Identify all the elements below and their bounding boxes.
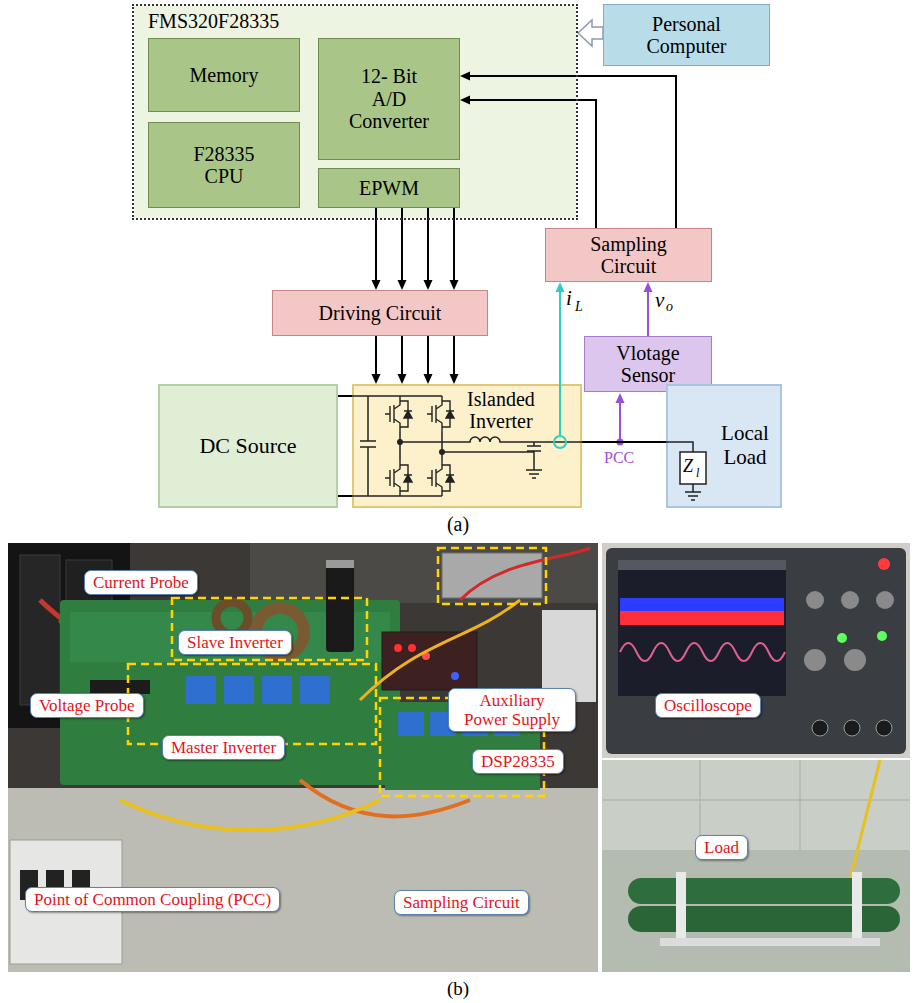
- arrow-head: [450, 374, 459, 384]
- arrow-head: [644, 282, 653, 292]
- connector-line: [338, 395, 352, 397]
- inverter-circuit: [352, 384, 582, 508]
- connector-line: [582, 441, 666, 443]
- panel-label: (b): [447, 979, 469, 998]
- signal-subscript: L: [575, 300, 583, 314]
- node-text: 12- Bit A/D Converter: [343, 65, 435, 132]
- node-text: Vlotage Sensor: [603, 342, 693, 387]
- connector: [338, 396, 352, 397]
- connector: [372, 208, 381, 290]
- connector: [398, 336, 407, 384]
- controller-board: FMS320F28335Memory 12- Bit A/D ConverterF…: [132, 4, 578, 220]
- connector-line: [401, 336, 403, 375]
- arrow-head: [372, 280, 381, 290]
- computer-block: Personal Computer: [603, 4, 770, 66]
- node-text: FMS320F28335: [148, 10, 279, 32]
- connector-line: [375, 336, 377, 375]
- arrow-head: [460, 96, 470, 105]
- arrow-head: [556, 282, 565, 292]
- callout-box: Point of Common Coupling (PCC): [25, 887, 280, 912]
- connector: [578, 20, 603, 46]
- node-text: Point of Common Coupling (PCC): [34, 890, 271, 909]
- connector: [460, 96, 596, 229]
- node-text: DC Source: [199, 434, 296, 459]
- node-text: Slave Inverter: [187, 633, 283, 652]
- sampling-block: Sampling Circuit: [545, 228, 712, 282]
- signal-name: i: [566, 288, 572, 309]
- connector: [424, 336, 433, 384]
- cpu-block: F28335 CPU: [148, 122, 300, 208]
- node-text: Oscilloscope: [664, 696, 752, 715]
- impedance-symbol: Z: [683, 457, 693, 475]
- node-text: Load: [704, 838, 739, 857]
- oscilloscope-photo: [602, 543, 910, 758]
- node-text: Master Inverter: [171, 738, 276, 757]
- callout-box: Sampling Circuit: [394, 890, 529, 915]
- connector-line: [338, 495, 352, 497]
- callout-box: Current Probe: [84, 570, 198, 595]
- connector-line: [453, 336, 455, 375]
- callout-box: Voltage Probe: [30, 693, 144, 718]
- node-text: Voltage Probe: [39, 696, 135, 715]
- callout-box: Master Inverter: [162, 735, 285, 760]
- panel-label: (a): [447, 514, 469, 534]
- node-text: Auxiliary Power Supply: [457, 691, 567, 729]
- impedance-subscript: l: [696, 467, 699, 479]
- current-sensor: [554, 384, 566, 448]
- hollow-arrow: [578, 20, 603, 46]
- node-text: Sampling Circuit: [584, 233, 674, 278]
- node-text: DSP28335: [481, 752, 555, 771]
- callout-box: Oscilloscope: [655, 693, 761, 718]
- node-text: Current Probe: [93, 573, 189, 592]
- arrow-head: [450, 280, 459, 290]
- pcc-tap: [616, 393, 625, 446]
- node-text: Sampling Circuit: [403, 893, 520, 912]
- arrow-head: [460, 72, 470, 81]
- connector: [450, 336, 459, 384]
- driver-block: Driving Circuit: [272, 290, 488, 336]
- memory-block: Memory: [148, 38, 300, 112]
- board-fill: [134, 6, 576, 218]
- connector-line: [559, 291, 561, 384]
- arrow-head: [424, 374, 433, 384]
- connector: [644, 282, 653, 336]
- load-block: Local Load: [666, 384, 782, 508]
- connector: [398, 208, 407, 290]
- inverter-block: Islanded Inverter: [352, 384, 582, 508]
- connector: [450, 208, 459, 290]
- connector: [460, 72, 676, 229]
- node-text: F28335 CPU: [184, 143, 264, 188]
- node-text: Personal Computer: [637, 13, 737, 58]
- connector-line: [427, 336, 429, 375]
- callout-box: Auxiliary Power Supply: [448, 688, 576, 732]
- connector-line: [647, 291, 649, 336]
- epwm-block: EPWM: [318, 168, 460, 208]
- node-name: PCC: [604, 450, 634, 466]
- load-photo: [602, 760, 910, 972]
- node-text: Local Load: [716, 422, 774, 469]
- connector-line: [469, 76, 676, 228]
- connector: [582, 442, 666, 443]
- signal-name: v: [655, 290, 664, 311]
- arrow-head: [424, 280, 433, 290]
- callout-box: Load: [695, 835, 748, 860]
- connector: [372, 336, 381, 384]
- connector: [424, 208, 433, 290]
- h-bridge: [352, 396, 582, 496]
- node-text: Memory: [190, 64, 259, 86]
- callout-box: Slave Inverter: [178, 630, 292, 655]
- dc-source-block: DC Source: [158, 384, 338, 508]
- connector: [338, 496, 352, 497]
- connector: [556, 282, 565, 384]
- node-text: Driving Circuit: [319, 302, 442, 324]
- signal-subscript: o: [666, 300, 673, 314]
- photo-bench: [8, 543, 598, 972]
- arrow-head: [372, 374, 381, 384]
- arrow-head: [398, 374, 407, 384]
- node-text: Islanded Inverter: [456, 388, 546, 433]
- node-text: EPWM: [359, 177, 419, 199]
- callout-box: DSP28335: [472, 749, 564, 774]
- arrow-head: [398, 280, 407, 290]
- adc-block: 12- Bit A/D Converter: [318, 38, 460, 160]
